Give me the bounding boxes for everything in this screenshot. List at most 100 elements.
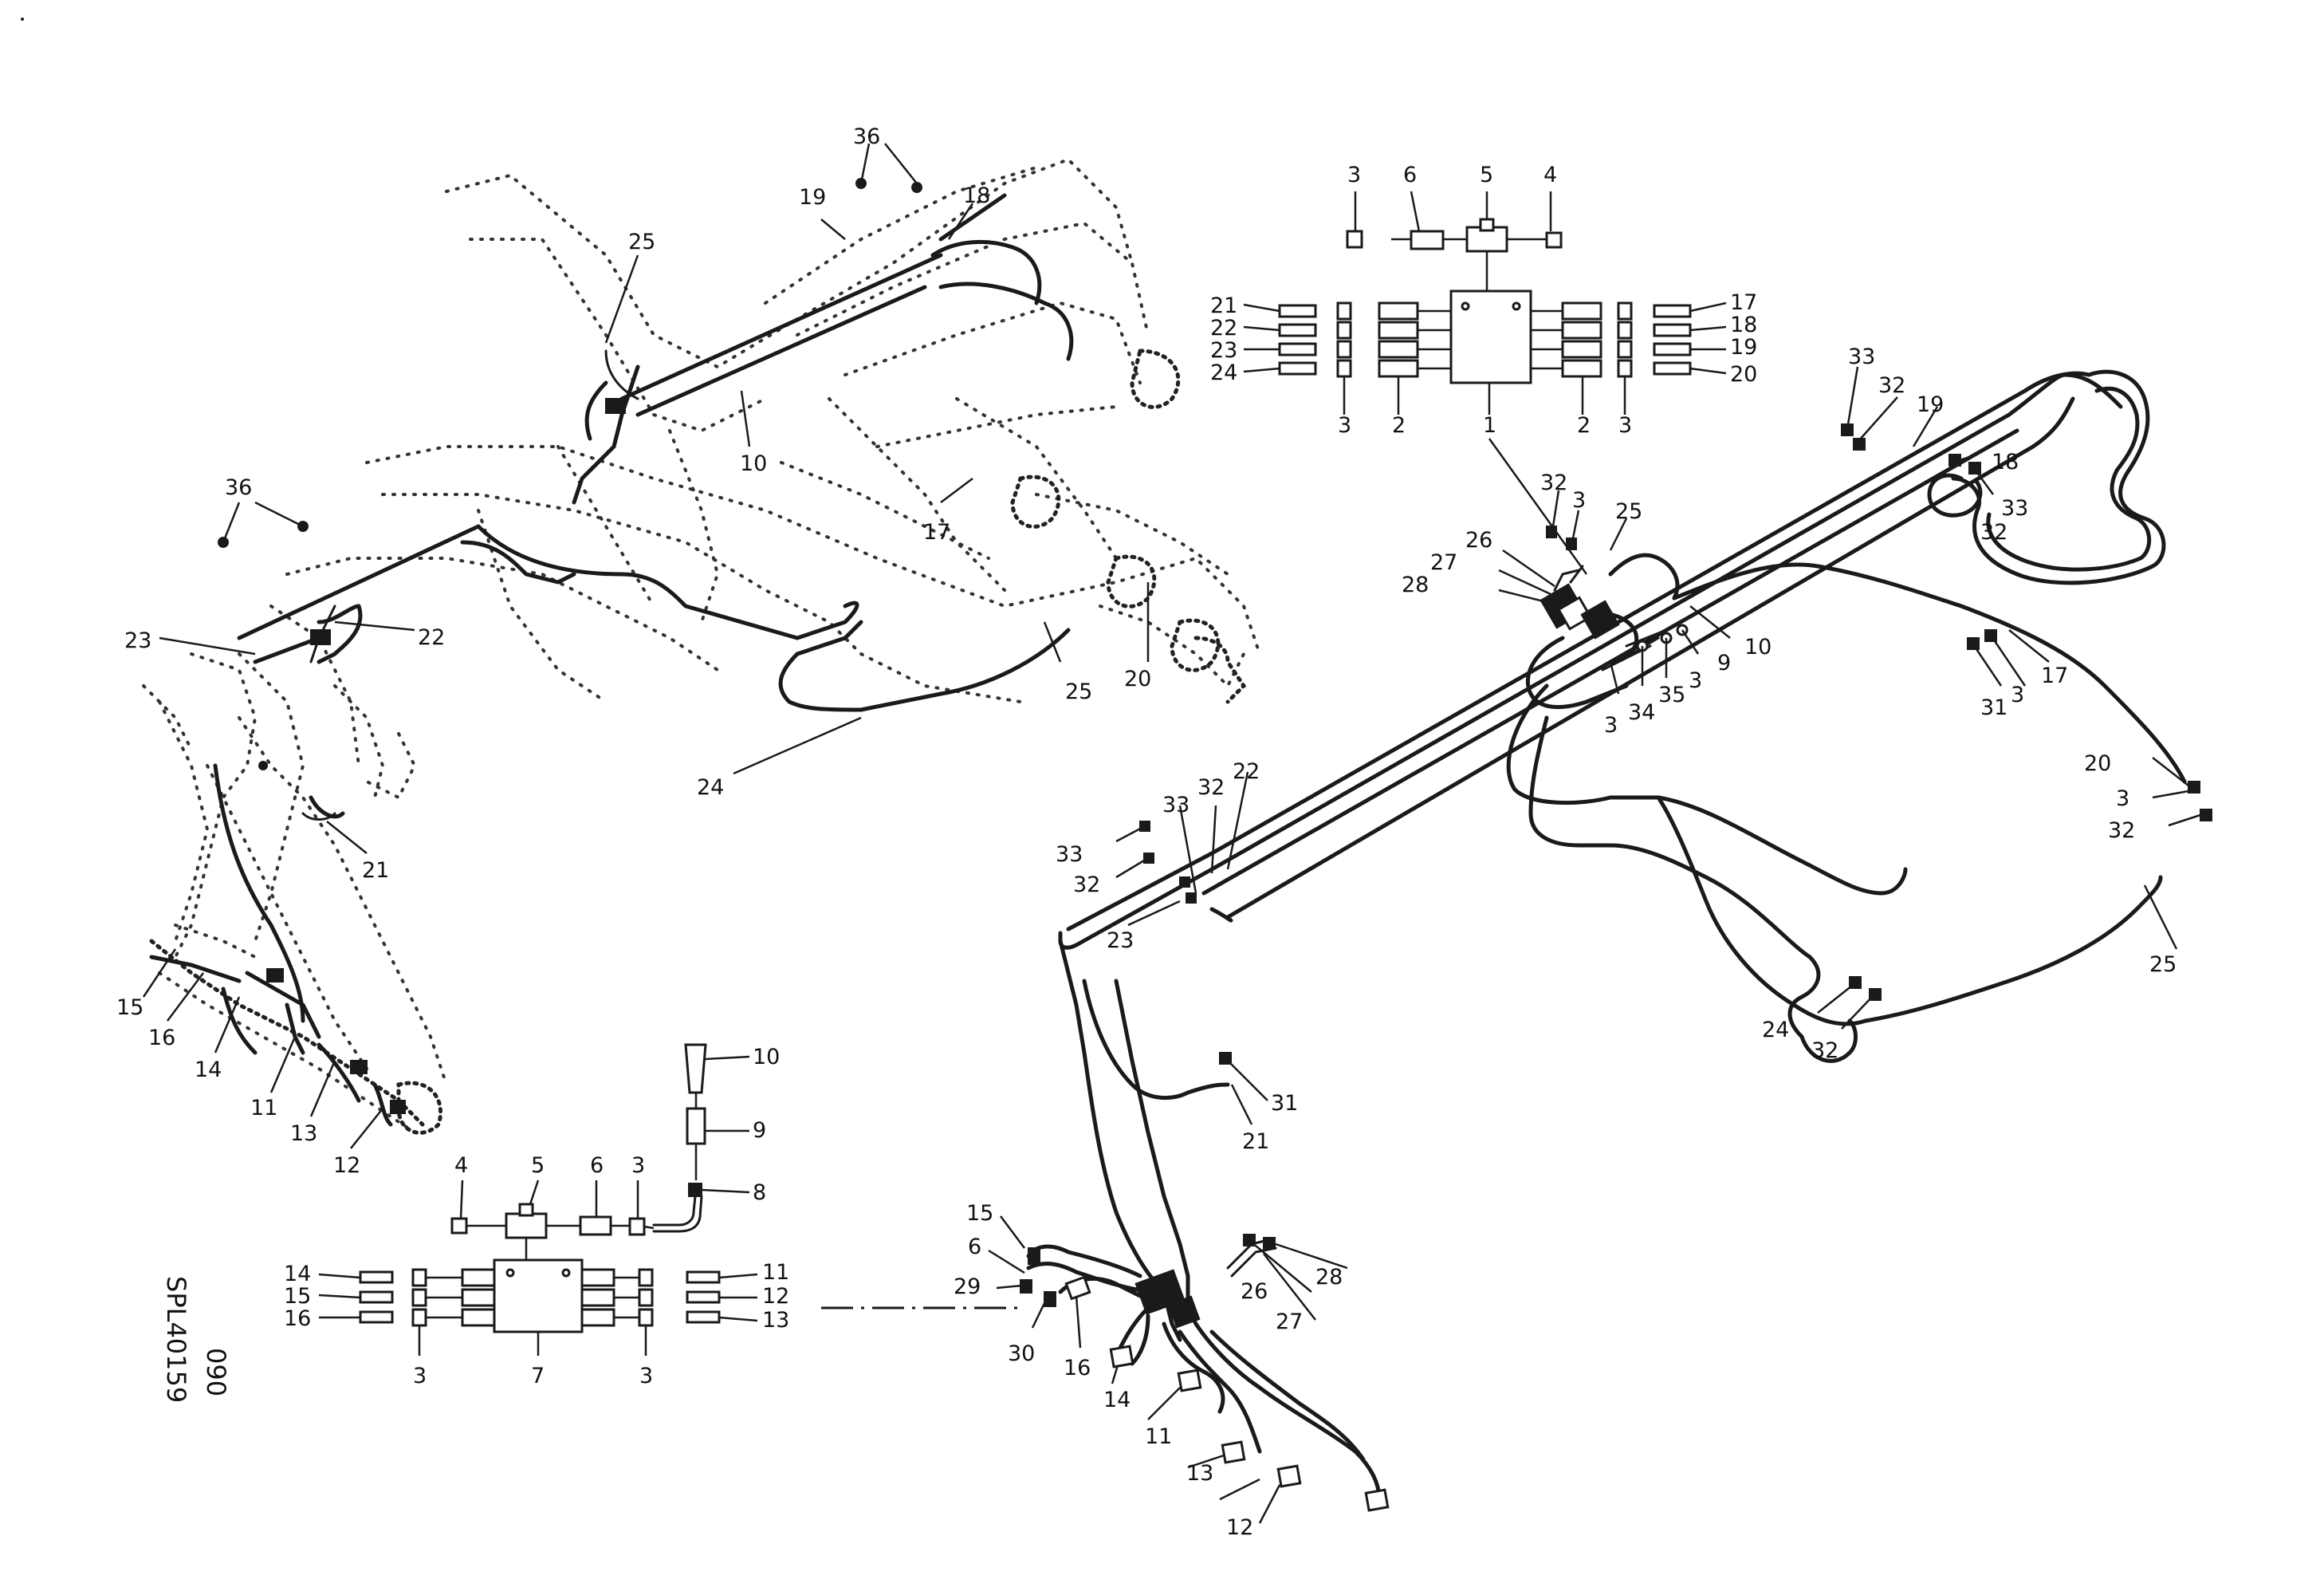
callout-20: 20 <box>1124 667 1151 691</box>
callout-17: 17 <box>923 520 950 545</box>
callout-32: 32 <box>1073 872 1100 897</box>
callout-20: 20 <box>2084 751 2111 776</box>
callout-32: 32 <box>1540 471 1567 495</box>
callout-15: 15 <box>116 995 144 1020</box>
callout-28: 28 <box>1315 1265 1343 1290</box>
machine-frame-view <box>142 157 1261 1135</box>
manifold-7-exploded <box>318 1043 1020 1356</box>
callout-3: 3 <box>639 1364 653 1388</box>
callout-28: 28 <box>1402 573 1429 597</box>
callout-32: 32 <box>1811 1038 1838 1063</box>
callout-16: 16 <box>284 1306 311 1331</box>
callout-3: 3 <box>631 1153 645 1178</box>
manifold-7-callouts: 10 9 8 4 5 6 3 14 15 16 11 12 13 3 7 3 <box>284 1045 789 1388</box>
callout-5: 5 <box>1480 163 1493 187</box>
callout-33: 33 <box>1162 793 1190 817</box>
callout-6: 6 <box>1403 163 1417 187</box>
machine-leaders <box>142 143 1150 1149</box>
callout-17: 17 <box>1730 290 1757 315</box>
callout-3: 3 <box>1572 488 1586 513</box>
callout-27: 27 <box>1276 1309 1303 1334</box>
callout-24: 24 <box>1762 1018 1789 1042</box>
callout-6: 6 <box>968 1235 981 1259</box>
callout-13: 13 <box>762 1308 789 1333</box>
machine-callouts: 36 19 18 25 10 17 36 23 22 25 20 24 21 1… <box>116 124 1151 1178</box>
callout-36: 36 <box>853 124 880 149</box>
callout-33: 33 <box>1848 345 1875 369</box>
callout-33: 33 <box>1056 842 1083 867</box>
callout-7: 7 <box>531 1364 545 1388</box>
callout-4: 4 <box>454 1153 468 1178</box>
callout-32: 32 <box>1197 775 1225 800</box>
callout-35: 35 <box>1658 683 1685 707</box>
callout-3: 3 <box>2116 786 2129 811</box>
callout-16: 16 <box>1064 1356 1091 1380</box>
callout-24: 24 <box>1210 360 1237 385</box>
callout-4: 4 <box>1543 163 1557 187</box>
callout-25: 25 <box>2149 952 2177 977</box>
callout-19: 19 <box>1917 392 1944 417</box>
callout-32: 32 <box>1878 373 1905 398</box>
callout-32: 32 <box>2108 818 2135 843</box>
callout-3: 3 <box>1604 713 1618 738</box>
callout-26: 26 <box>1241 1279 1268 1304</box>
drawing-number: SPL40159 <box>161 1276 191 1403</box>
callout-32: 32 <box>1980 520 2007 545</box>
callout-2: 2 <box>1577 413 1591 438</box>
callout-25: 25 <box>1065 679 1092 704</box>
callout-29: 29 <box>954 1274 981 1299</box>
hose-routing-callouts: 33 32 19 18 33 32 32 3 25 26 27 28 10 9 … <box>1056 345 2177 1154</box>
callout-17: 17 <box>2041 664 2068 688</box>
callout-21: 21 <box>1242 1129 1269 1154</box>
callout-21: 21 <box>362 858 389 883</box>
callout-15: 15 <box>966 1201 993 1226</box>
manifold-1-callouts: 3 6 5 4 21 22 23 24 17 18 19 20 3 2 1 2 … <box>1210 163 1757 438</box>
callout-18: 18 <box>1730 313 1757 337</box>
callout-12: 12 <box>333 1153 360 1178</box>
tool-hose-harness <box>1020 1234 1390 1512</box>
callout-22: 22 <box>1233 759 1260 784</box>
harness-leaders <box>988 1215 1348 1524</box>
callout-11: 11 <box>762 1260 789 1285</box>
callout-3: 3 <box>1689 668 1702 693</box>
callout-33: 33 <box>2001 496 2028 521</box>
callout-24: 24 <box>697 775 724 800</box>
callout-2: 2 <box>1392 413 1406 438</box>
callout-8: 8 <box>753 1180 766 1205</box>
callout-15: 15 <box>284 1284 311 1309</box>
callout-23: 23 <box>1210 338 1237 363</box>
callout-27: 27 <box>1430 550 1457 575</box>
callout-25: 25 <box>1615 499 1642 524</box>
callout-23: 23 <box>1107 928 1134 953</box>
callout-34: 34 <box>1628 700 1655 725</box>
callout-10: 10 <box>753 1045 780 1069</box>
machine-hoses <box>149 178 1074 1127</box>
callout-3: 3 <box>413 1364 427 1388</box>
callout-3: 3 <box>2011 683 2024 707</box>
callout-16: 16 <box>148 1026 175 1050</box>
callout-19: 19 <box>799 185 826 210</box>
drawing-code: SPL40159 090 <box>161 1276 231 1403</box>
callout-20: 20 <box>1730 362 1757 387</box>
callout-13: 13 <box>1186 1461 1213 1486</box>
callout-5: 5 <box>531 1153 545 1178</box>
callout-36: 36 <box>225 475 252 500</box>
callout-31: 31 <box>1980 695 2007 720</box>
callout-3: 3 <box>1347 163 1361 187</box>
callout-25: 25 <box>628 230 655 254</box>
callout-6: 6 <box>590 1153 604 1178</box>
hose-routing-view <box>1058 369 2212 1294</box>
drawing-sheet: 090 <box>201 1348 231 1396</box>
callout-14: 14 <box>284 1262 311 1286</box>
callout-22: 22 <box>418 625 445 650</box>
callout-14: 14 <box>1103 1388 1131 1412</box>
callout-11: 11 <box>1145 1424 1172 1449</box>
harness-callouts: 15 6 29 30 16 14 11 13 12 26 27 28 <box>954 1201 1343 1540</box>
callout-31: 31 <box>1271 1091 1298 1116</box>
callout-30: 30 <box>1008 1341 1035 1366</box>
callout-10: 10 <box>740 451 767 476</box>
callout-13: 13 <box>290 1121 317 1146</box>
callout-11: 11 <box>250 1096 277 1120</box>
callout-9: 9 <box>753 1118 766 1143</box>
